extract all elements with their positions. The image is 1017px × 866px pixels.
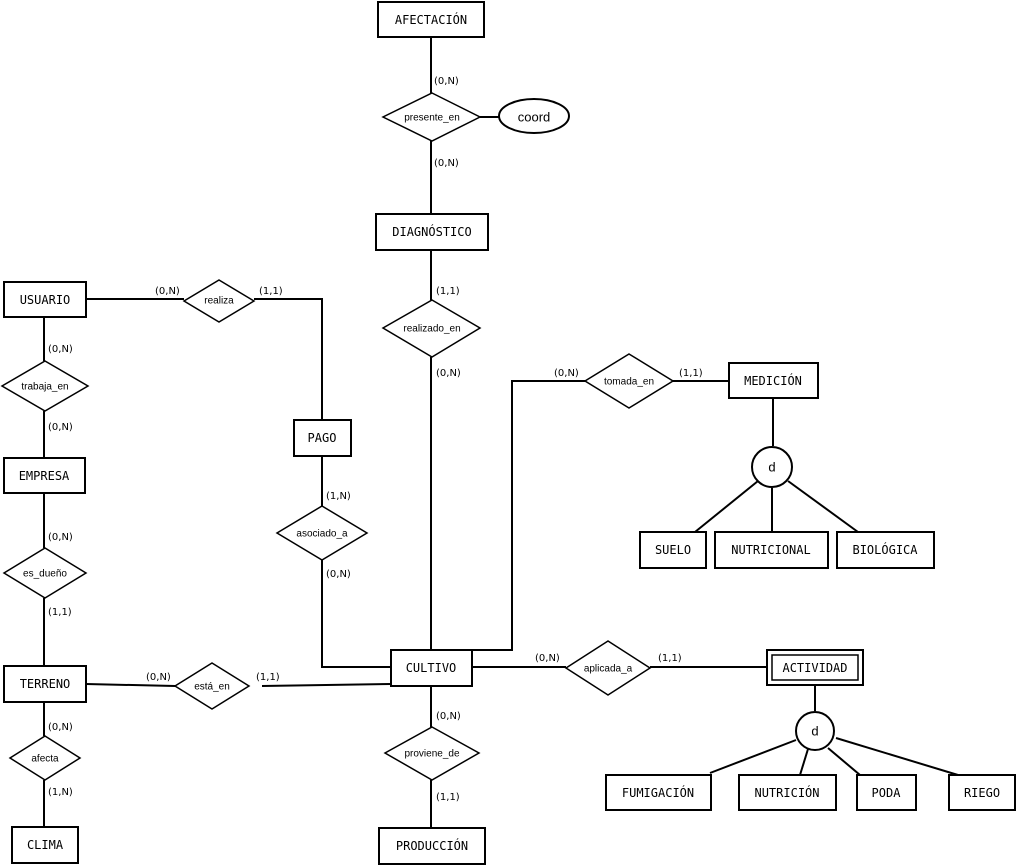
svg-text:ACTIVIDAD: ACTIVIDAD <box>782 661 847 675</box>
cardinality-cultivo-tomada: (0,N) <box>554 368 579 379</box>
svg-text:PRODUCCIÓN: PRODUCCIÓN <box>396 838 468 853</box>
entity-usuario: USUARIO <box>3 281 87 318</box>
relationship-presente-en: presente_en <box>381 92 482 142</box>
entity-empresa: EMPRESA <box>3 457 86 494</box>
entity-medicion: MEDICIÓN <box>728 362 819 399</box>
relationship-tomada-en: tomada_en <box>583 353 675 409</box>
relationship-realiza: realiza <box>182 279 256 323</box>
cardinality-tomada-medicion: (1,1) <box>679 368 703 379</box>
entity-nutricion: NUTRICIÓN <box>738 774 837 811</box>
cardinality-dueno-terreno: (1,1) <box>48 607 72 618</box>
cardinality-empresa-dueno: (0,N) <box>48 532 73 543</box>
relationship-proviene-de: proviene_de <box>383 726 481 781</box>
svg-text:SUELO: SUELO <box>655 543 691 557</box>
svg-text:NUTRICIÓN: NUTRICIÓN <box>754 785 819 800</box>
svg-text:RIEGO: RIEGO <box>964 786 1000 800</box>
entity-actividad: ACTIVIDAD <box>766 649 864 686</box>
cardinality-afecta-clima: (1,N) <box>48 787 73 798</box>
specialization-medicion: d <box>751 446 793 488</box>
svg-text:CULTIVO: CULTIVO <box>406 661 457 675</box>
relationship-esta-en: está_en <box>173 662 251 710</box>
cardinality-asociado-cultivo: (0,N) <box>326 569 351 580</box>
svg-text:trabaja_en: trabaja_en <box>21 382 68 393</box>
relationship-realizado-en: realizado_en <box>381 299 482 358</box>
svg-text:CLIMA: CLIMA <box>27 838 64 852</box>
svg-text:NUTRICIONAL: NUTRICIONAL <box>731 543 810 557</box>
cardinality-proviene-produccion: (1,1) <box>436 792 460 803</box>
cardinality-terreno-afecta: (0,N) <box>48 722 73 733</box>
cardinality-labels: (0,N) (0,N) (1,1) (0,N) (0,N) (1,1) (0,N… <box>48 76 703 803</box>
cardinality-aplicada-actividad: (1,1) <box>658 653 682 664</box>
entity-produccion: PRODUCCIÓN <box>378 827 486 865</box>
svg-text:es_dueño: es_dueño <box>23 569 67 580</box>
cardinality-realiza-pago: (1,1) <box>259 286 283 297</box>
specialization-actividad: d <box>795 711 835 751</box>
svg-text:realiza: realiza <box>204 296 234 307</box>
entity-cultivo: CULTIVO <box>390 649 473 687</box>
entity-pago: PAGO <box>293 419 352 457</box>
entity-riego: RIEGO <box>948 774 1016 811</box>
svg-text:PAGO: PAGO <box>308 431 337 445</box>
svg-text:realizado_en: realizado_en <box>403 324 460 335</box>
svg-text:proviene_de: proviene_de <box>404 749 459 760</box>
attribute-coord: coord <box>498 98 570 134</box>
entity-suelo: SUELO <box>639 531 707 569</box>
svg-text:EMPRESA: EMPRESA <box>19 469 70 483</box>
entity-biologica: BIOLÓGICA <box>836 531 935 569</box>
relationship-es-dueno: es_dueño <box>2 547 88 599</box>
svg-text:DIAGNÓSTICO: DIAGNÓSTICO <box>392 224 471 239</box>
svg-text:FUMIGACIÓN: FUMIGACIÓN <box>622 785 694 800</box>
svg-text:d: d <box>811 724 818 739</box>
cardinality-terreno-esta: (0,N) <box>146 672 171 683</box>
svg-text:coord: coord <box>518 110 551 125</box>
connector-lines <box>43 37 959 828</box>
entity-nutricional: NUTRICIONAL <box>714 531 829 569</box>
entity-poda: PODA <box>856 774 917 811</box>
entity-afectacion: AFECTACIÓN <box>377 1 485 38</box>
cardinality-usuario-trabaja: (0,N) <box>48 344 73 355</box>
cardinality-presente-diagnostico: (0,N) <box>434 158 459 169</box>
svg-text:PODA: PODA <box>872 786 902 800</box>
svg-text:USUARIO: USUARIO <box>20 293 71 307</box>
relationship-aplicada-a: aplicada_a <box>564 640 652 696</box>
cardinality-afectacion-presente: (0,N) <box>434 76 459 87</box>
cardinality-diagnostico-realizado: (1,1) <box>436 286 460 297</box>
svg-text:d: d <box>768 460 775 475</box>
svg-text:BIOLÓGICA: BIOLÓGICA <box>852 542 918 557</box>
relationship-asociado-a: asociado_a <box>275 505 369 561</box>
cardinality-cultivo-proviene: (0,N) <box>436 711 461 722</box>
relationship-trabaja-en: trabaja_en <box>0 360 90 412</box>
cardinality-esta-cultivo: (1,1) <box>256 672 280 683</box>
cardinality-pago-asociado: (1,N) <box>326 491 351 502</box>
svg-text:TERRENO: TERRENO <box>20 677 71 691</box>
svg-text:afecta: afecta <box>31 754 59 765</box>
svg-text:tomada_en: tomada_en <box>604 377 654 388</box>
svg-text:AFECTACIÓN: AFECTACIÓN <box>395 12 467 27</box>
entity-terreno: TERRENO <box>3 665 87 703</box>
entity-diagnostico: DIAGNÓSTICO <box>375 213 489 251</box>
cardinality-cultivo-aplicada: (0,N) <box>535 653 560 664</box>
entity-clima: CLIMA <box>11 826 79 864</box>
svg-text:aplicada_a: aplicada_a <box>584 664 633 675</box>
svg-text:asociado_a: asociado_a <box>296 529 348 540</box>
entity-fumigacion: FUMIGACIÓN <box>605 774 712 811</box>
relationship-afecta: afecta <box>8 735 82 781</box>
cardinality-realizado-cultivo: (0,N) <box>436 368 461 379</box>
svg-text:presente_en: presente_en <box>404 113 460 124</box>
svg-text:MEDICIÓN: MEDICIÓN <box>744 373 802 388</box>
cardinality-trabaja-empresa: (0,N) <box>48 422 73 433</box>
svg-text:está_en: está_en <box>194 682 230 693</box>
cardinality-usuario-realiza: (0,N) <box>155 286 180 297</box>
